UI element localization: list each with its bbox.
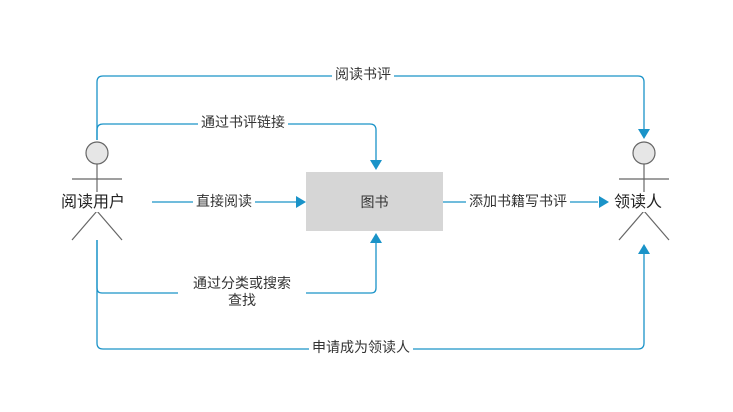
apply-lead-reader-label: 申请成为领读人	[309, 340, 413, 357]
reader-actor-label: 阅读用户	[60, 192, 127, 212]
lead-reader-actor-label: 领读人	[613, 192, 664, 212]
edge-read-reviews	[96, 75, 645, 140]
reader-actor-figure	[71, 141, 123, 241]
via-category-label: 通过分类或搜索 查找	[178, 276, 306, 310]
arrow-via-review-link	[370, 160, 382, 170]
via-review-link-label: 通过书评链接	[198, 115, 288, 132]
direct-read-label: 直接阅读	[193, 194, 255, 211]
via-category-label-line2: 查找	[228, 293, 256, 309]
arrow-direct-read	[296, 196, 306, 208]
via-category-label-line1: 通过分类或搜索	[193, 276, 291, 292]
arrow-add-book-review	[599, 196, 609, 208]
lead-reader-actor-figure	[618, 141, 670, 241]
arrow-apply-lead-reader	[638, 244, 650, 254]
read-reviews-label: 阅读书评	[332, 67, 394, 84]
book-process-box: 图书	[306, 172, 443, 231]
arrow-via-category	[370, 233, 382, 243]
book-process-label: 图书	[360, 194, 389, 211]
arrow-read-reviews	[638, 129, 650, 139]
add-book-review-label: 添加书籍写书评	[466, 194, 570, 211]
